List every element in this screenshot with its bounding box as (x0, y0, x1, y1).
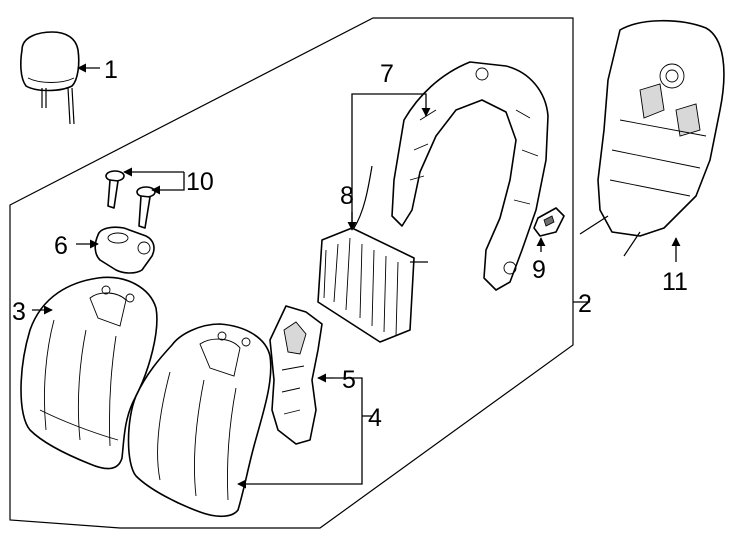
callout-8: 8 (340, 182, 354, 210)
leader-line-5 (237, 377, 363, 489)
headrest-guide-pins-part (105, 170, 156, 229)
callout-2: 2 (578, 290, 592, 318)
callout-6: 6 (54, 232, 68, 260)
clip-part (533, 207, 565, 237)
backrest-trim-part (127, 323, 272, 518)
leader-line-10 (151, 172, 185, 195)
headrest-part (20, 31, 80, 125)
callout-5: 5 (342, 366, 356, 394)
assembly-boundary-outline (9, 17, 574, 529)
backrest-cover-part (20, 276, 158, 470)
callout-10: 10 (186, 168, 214, 196)
control-switch-part (94, 226, 155, 274)
callout-1: 1 (104, 56, 118, 84)
back-panel-part (579, 19, 725, 257)
callout-7: 7 (380, 60, 394, 88)
seatback-frame-part (391, 61, 549, 291)
side-bracket-part (269, 305, 323, 445)
callout-3: 3 (12, 298, 26, 326)
leader-line-7 (351, 93, 431, 228)
callout-11: 11 (662, 268, 688, 296)
callout-4: 4 (368, 404, 382, 432)
callout-9: 9 (532, 256, 546, 284)
